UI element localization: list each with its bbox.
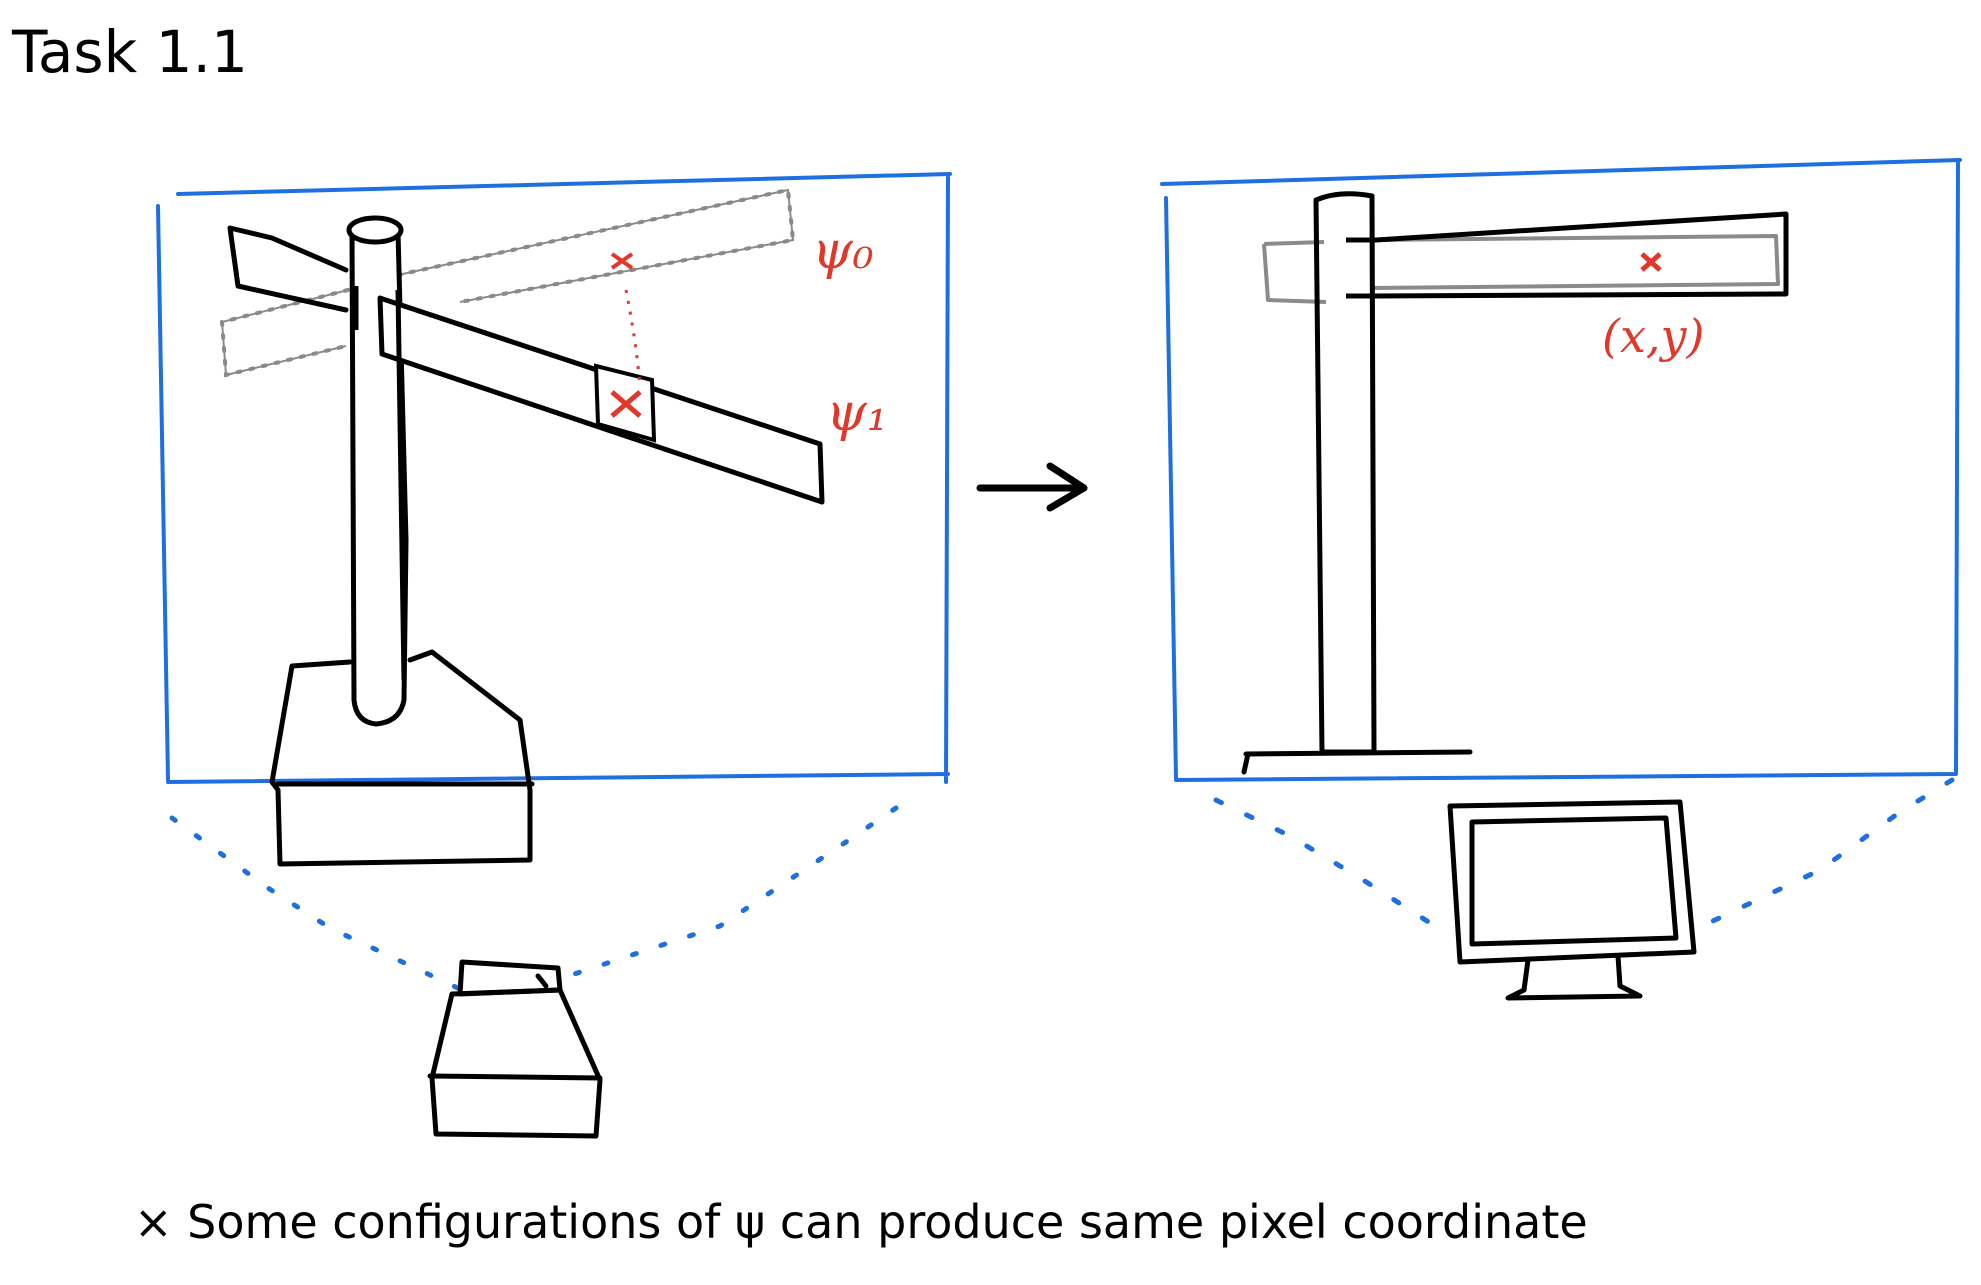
camera-icon xyxy=(427,959,603,1139)
monitor-projection-lines xyxy=(1213,777,1955,933)
transform-arrow xyxy=(976,462,1088,512)
label-psi0: ψ₀ xyxy=(812,221,874,281)
arm xyxy=(1346,211,1789,299)
left-panel: ψ₀ ψ₁ xyxy=(156,172,952,1139)
footnote: × Some configurations of ψ can produce s… xyxy=(134,1195,1588,1249)
pole-top xyxy=(346,215,404,245)
base xyxy=(269,649,535,867)
projected-point-marks xyxy=(610,252,642,418)
right-panel: (x,y) xyxy=(1160,158,1962,1001)
back-flag xyxy=(227,225,349,313)
title: Task 1.1 xyxy=(11,18,248,86)
monitor-icon xyxy=(1447,799,1697,1001)
right-image-frame xyxy=(1160,158,1962,782)
base xyxy=(1241,749,1473,775)
pole xyxy=(1313,191,1377,755)
left-image-frame xyxy=(156,172,952,784)
projected-point-mark xyxy=(1640,252,1662,272)
label-psi1: ψ₁ xyxy=(826,383,888,443)
camera-projection-lines xyxy=(169,805,899,993)
coordinate-label: (x,y) xyxy=(1602,309,1704,363)
